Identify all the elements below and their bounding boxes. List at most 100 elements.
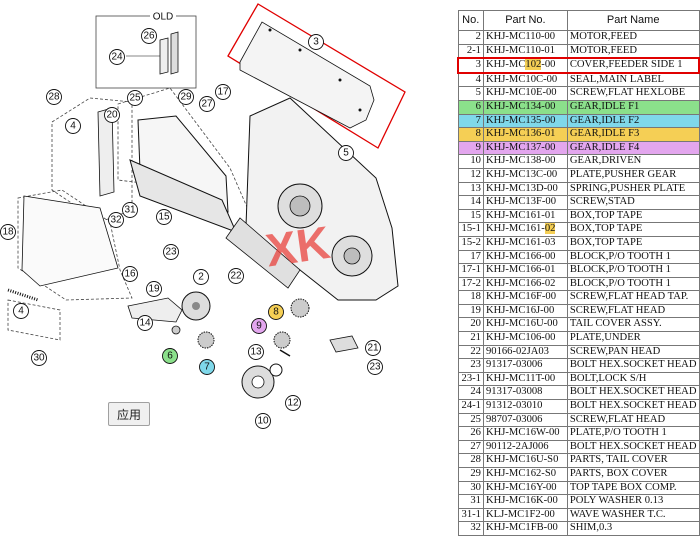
- cell-part-name: SCREW,FLAT HEXLOBE: [566, 86, 700, 101]
- cell-no: 23: [457, 358, 484, 373]
- callout-number: 5: [343, 148, 349, 159]
- cell-no: 7: [457, 113, 484, 129]
- cell-no: 24: [457, 385, 484, 401]
- callout-circle: [137, 315, 153, 331]
- callout-number: 12: [287, 398, 299, 409]
- cell-part-no: KHJ-MC110-00: [482, 30, 568, 45]
- callout-circle: [367, 359, 383, 375]
- cell-no: 15-2: [457, 235, 484, 251]
- callout-circle: [141, 28, 157, 44]
- cell-part-name: SCREW,PAN HEAD: [566, 344, 700, 360]
- callout-number: 10: [257, 416, 269, 427]
- part-no-highlight: 102: [525, 59, 542, 71]
- cell-no: 9: [457, 140, 484, 156]
- cell-part-no: KHJ-MC102-00: [482, 57, 568, 74]
- cell-part-name: POLY WASHER 0.13: [566, 494, 700, 509]
- callout-circle: [251, 318, 267, 334]
- table-header-row: No. Part No. Part Name: [457, 10, 700, 31]
- cell-part-name: SCREW,STAD: [566, 195, 700, 210]
- cell-part-no: KHJ-MC16U-00: [482, 317, 568, 333]
- old-parts-inset: OLD: [95, 12, 197, 89]
- cell-part-name: MOTOR,FEED: [566, 43, 700, 59]
- cell-no: 24-1: [457, 399, 484, 414]
- cell-part-name: COVER,FEEDER SIDE 1: [566, 57, 700, 74]
- callout-number: 31: [124, 205, 136, 216]
- cell-no: 4: [457, 72, 484, 88]
- callout-number: 23: [165, 247, 177, 258]
- callout-labels: 2344567891012131415161718192021222323242…: [0, 28, 383, 429]
- cell-part-name: BOLT HEX.SOCKET HEAD: [566, 399, 700, 414]
- callout-number: 17: [217, 87, 229, 98]
- cell-no: 25: [457, 412, 484, 428]
- cell-part-no: 91317-03006: [482, 358, 568, 373]
- callout-number: 6: [167, 351, 173, 362]
- cell-part-name: PLATE,UNDER: [566, 331, 700, 346]
- callout-circle: [46, 89, 62, 105]
- cell-no: 14: [457, 195, 484, 210]
- cell-part-name: PARTS, BOX COVER: [566, 467, 700, 482]
- cell-part-no: 90166-02JA03: [482, 344, 568, 360]
- exploded-parts-diagram: OLD: [0, 3, 406, 429]
- callout-circle: [199, 359, 215, 375]
- cell-no: 10: [457, 154, 484, 169]
- callout-circle: [178, 89, 194, 105]
- cell-no: 3: [456, 57, 484, 74]
- cell-part-name: SEAL,MAIN LABEL: [566, 72, 700, 88]
- callout-circle: [268, 304, 284, 320]
- part-no-segment: KHJ-MC: [485, 59, 526, 71]
- callout-number: 4: [70, 121, 76, 132]
- cell-no: 18: [457, 290, 484, 305]
- old-label: OLD: [153, 12, 174, 23]
- cell-part-no: KHJ-MC10C-00: [482, 72, 568, 88]
- cell-no: 17-1: [457, 263, 484, 278]
- callout-circle: [199, 96, 215, 112]
- cell-part-no: KHJ-MC162-S0: [482, 467, 568, 482]
- callout-circle: [215, 84, 231, 100]
- callout-circle: [104, 107, 120, 123]
- callout-circle: [122, 202, 138, 218]
- cell-no: 12: [457, 167, 484, 183]
- cell-part-name: GEAR,IDLE F1: [566, 99, 700, 115]
- feeder-side-cover: [227, 3, 406, 149]
- cell-no: 15-1: [457, 222, 484, 237]
- cell-part-name: BOX,TOP TAPE: [566, 208, 700, 224]
- cell-no: 6: [457, 99, 484, 115]
- cell-part-name: TOP TAPE BOX COMP.: [566, 480, 700, 496]
- cell-no: 29: [457, 467, 484, 482]
- cell-no: 5: [457, 86, 484, 101]
- callout-number: 14: [139, 318, 151, 329]
- part-no-segment: KHJ-MC161-: [485, 223, 545, 235]
- callout-number: 27: [201, 99, 213, 110]
- cell-part-name: GEAR,DRIVEN: [566, 154, 700, 169]
- cell-part-no: KHJ-MC13D-00: [482, 181, 568, 197]
- apply-button[interactable]: 应用: [108, 402, 150, 426]
- cell-part-name: BOLT HEX.SOCKET HEAD: [566, 358, 700, 373]
- cell-no: 15: [457, 208, 484, 224]
- callout-circle: [162, 348, 178, 364]
- cell-part-no: 98707-03006: [482, 412, 568, 428]
- header-part-no: Part No.: [482, 10, 568, 31]
- callout-circle: [365, 340, 381, 356]
- callout-number: 21: [367, 343, 379, 354]
- cell-part-no: KHJ-MC166-01: [482, 263, 568, 278]
- cell-part-no: KHJ-MC136-01: [482, 127, 568, 142]
- cell-part-name: PARTS, TAIL COVER: [566, 453, 700, 468]
- cell-part-name: SPRING,PUSHER PLATE: [566, 181, 700, 197]
- callout-number: 15: [158, 212, 170, 223]
